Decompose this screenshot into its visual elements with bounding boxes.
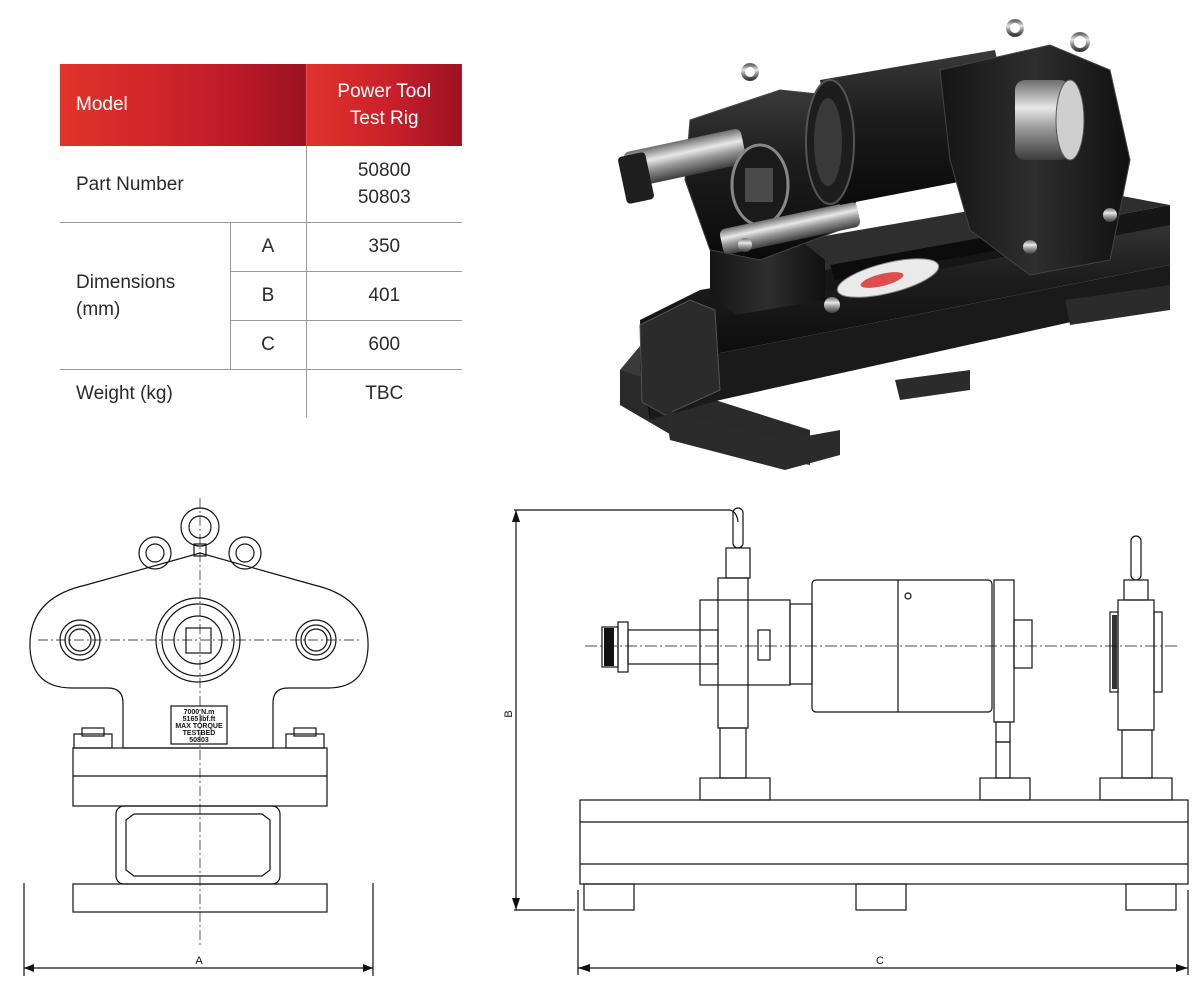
front-view-drawing: 7000 N.m 5165 lbf.ft MAX TORQUE TESTBED …: [23, 498, 374, 976]
plate-line-3: MAX TORQUE: [175, 723, 223, 730]
dim-key-a: A: [229, 222, 306, 272]
header-product: Power Tool Test Rig: [305, 64, 462, 146]
part-number-1: 50800: [357, 160, 411, 181]
dim-value-b: 401: [305, 271, 462, 321]
product-photo: [618, 19, 1170, 470]
dim-key-b: B: [229, 271, 306, 321]
dimension-c-label: C: [876, 955, 884, 967]
table-row-part-number: Part Number 50800 50803: [60, 146, 462, 223]
dimensions-label-line2: (mm): [76, 299, 121, 320]
dim-value-c: 600: [305, 320, 462, 370]
plate-line-2: 5165 lbf.ft: [183, 716, 216, 723]
table-row-weight: Weight (kg) TBC: [60, 369, 462, 418]
part-number-label: Part Number: [60, 146, 306, 223]
dimension-a-label: A: [195, 955, 203, 967]
dimensions-label: Dimensions (mm): [60, 222, 230, 370]
table-row-dim-a: Dimensions (mm) A 350: [60, 222, 462, 370]
plate-line-5: 50803: [189, 737, 209, 744]
dimension-b-label: B: [503, 710, 515, 717]
dimensions-label-line1: Dimensions: [76, 272, 176, 293]
dim-value-a: 350: [305, 222, 462, 272]
table-header-row: Model Power Tool Test Rig: [60, 64, 462, 146]
dim-key-c: C: [229, 320, 306, 370]
table-row-dim-b: B 401: [60, 271, 462, 321]
plate-line-1: 7000 N.m: [184, 709, 215, 716]
part-number-2: 50803: [357, 187, 411, 208]
side-view-drawing: B C: [503, 507, 1189, 975]
header-product-line2: Test Rig: [349, 108, 419, 129]
part-number-value: 50800 50803: [305, 146, 462, 223]
plate-line-4: TESTBED: [183, 730, 216, 737]
spec-table: Model Power Tool Test Rig Part Number 50…: [60, 64, 462, 418]
table-row-dim-c: C 600: [60, 320, 462, 370]
header-product-line1: Power Tool: [337, 81, 432, 102]
weight-value: TBC: [305, 369, 462, 418]
weight-label: Weight (kg): [76, 383, 173, 404]
header-model: Model: [60, 64, 306, 146]
